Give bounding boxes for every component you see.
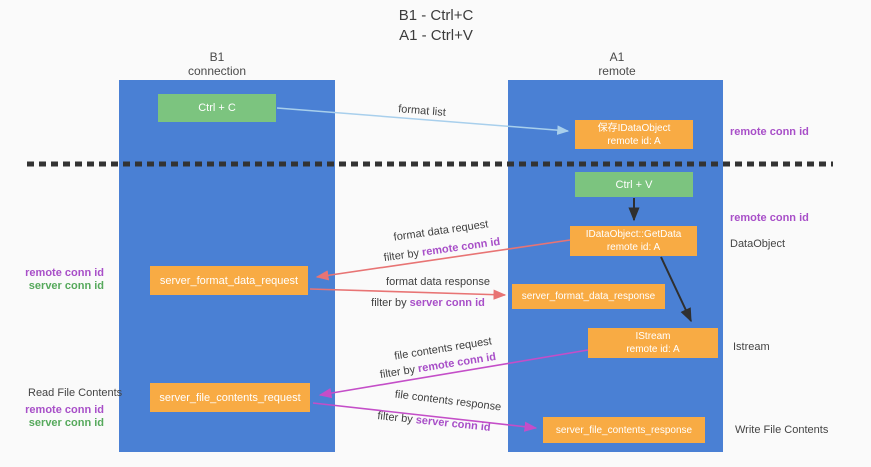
- store-dataobject-box: 保存IDataObject remote id: A: [575, 120, 693, 149]
- diagram-title: B1 - Ctrl+C A1 - Ctrl+V: [330, 6, 542, 46]
- server-format-data-request-label: server_format_data_request: [159, 274, 299, 287]
- server-format-data-request-box: server_format_data_request: [150, 266, 308, 295]
- filter-by-server-conn-id-label-2: filter by server conn id: [377, 410, 491, 434]
- istream-box: IStream remote id: A: [588, 328, 718, 358]
- istream-line2: remote id: A: [626, 344, 680, 355]
- column-header-a1: A1 remote: [557, 50, 677, 78]
- filter-by-text-4: filter by: [376, 410, 417, 427]
- server-file-contents-response-box: server_file_contents_response: [543, 417, 705, 443]
- getdata-line2: remote id: A: [606, 242, 661, 253]
- ctrl-v-box: Ctrl + V: [575, 172, 693, 197]
- istream-side-label: Istream: [733, 341, 770, 353]
- remote-conn-id-top-right-label: remote conn id: [730, 126, 809, 138]
- server-file-contents-request-box: server_file_contents_request: [150, 383, 310, 412]
- server-file-contents-request-label: server_file_contents_request: [159, 391, 301, 404]
- write-file-contents-label: Write File Contents: [735, 424, 829, 436]
- getdata-line1: IDataObject::GetData: [585, 229, 682, 240]
- store-dataobject-line2: remote id: A: [607, 135, 661, 147]
- server-file-contents-response-label: server_file_contents_response: [555, 424, 693, 436]
- ctrl-v-label: Ctrl + V: [615, 178, 653, 191]
- server-conn-id-bot-left-label: server conn id: [28, 417, 104, 429]
- title-line-2: A1 - Ctrl+V: [399, 27, 473, 44]
- read-file-contents-label: Read File Contents: [28, 387, 123, 399]
- remote-conn-id-mid-left-label: remote conn id: [25, 267, 104, 279]
- column-b1-name: B1: [209, 50, 225, 64]
- file-contents-response-label: file contents response: [394, 388, 502, 414]
- column-a1-name: A1: [609, 50, 625, 64]
- dataobject-label: DataObject: [730, 238, 786, 250]
- idataobject-getdata-box: IDataObject::GetData remote id: A: [570, 226, 697, 256]
- ctrl-c-label: Ctrl + C: [198, 102, 236, 114]
- column-a1-sub: remote: [598, 64, 636, 78]
- filter-by-text-2: filter by: [371, 297, 410, 309]
- format-list-label: format list: [397, 103, 447, 119]
- server-conn-id-text-1: server conn id: [409, 297, 485, 309]
- filter-by-text-1: filter by: [383, 246, 423, 265]
- remote-conn-id-text-1: remote conn id: [421, 235, 501, 259]
- server-conn-id-text-2: server conn id: [415, 414, 492, 434]
- column-header-b1: B1 connection: [157, 50, 277, 78]
- remote-conn-id-mid-right-label: remote conn id: [730, 212, 809, 224]
- ctrl-c-box: Ctrl + C: [158, 94, 276, 122]
- filter-by-text-3: filter by: [379, 363, 420, 382]
- remote-conn-id-bot-left-label: remote conn id: [25, 404, 104, 416]
- server-format-data-response-label: server_format_data_response: [521, 291, 656, 302]
- server-format-data-response-box: server_format_data_response: [512, 284, 665, 309]
- filter-by-server-conn-id-label-1: filter by server conn id: [371, 297, 485, 309]
- store-dataobject-line1: 保存IDataObject: [597, 122, 671, 134]
- title-line-1: B1 - Ctrl+C: [398, 7, 474, 24]
- column-b1-sub: connection: [187, 64, 247, 78]
- istream-line1: IStream: [635, 331, 671, 342]
- server-conn-id-mid-left-label: server conn id: [28, 280, 104, 292]
- format-data-response-label: format data response: [386, 276, 490, 288]
- format-data-response-arrow: [309, 288, 507, 300]
